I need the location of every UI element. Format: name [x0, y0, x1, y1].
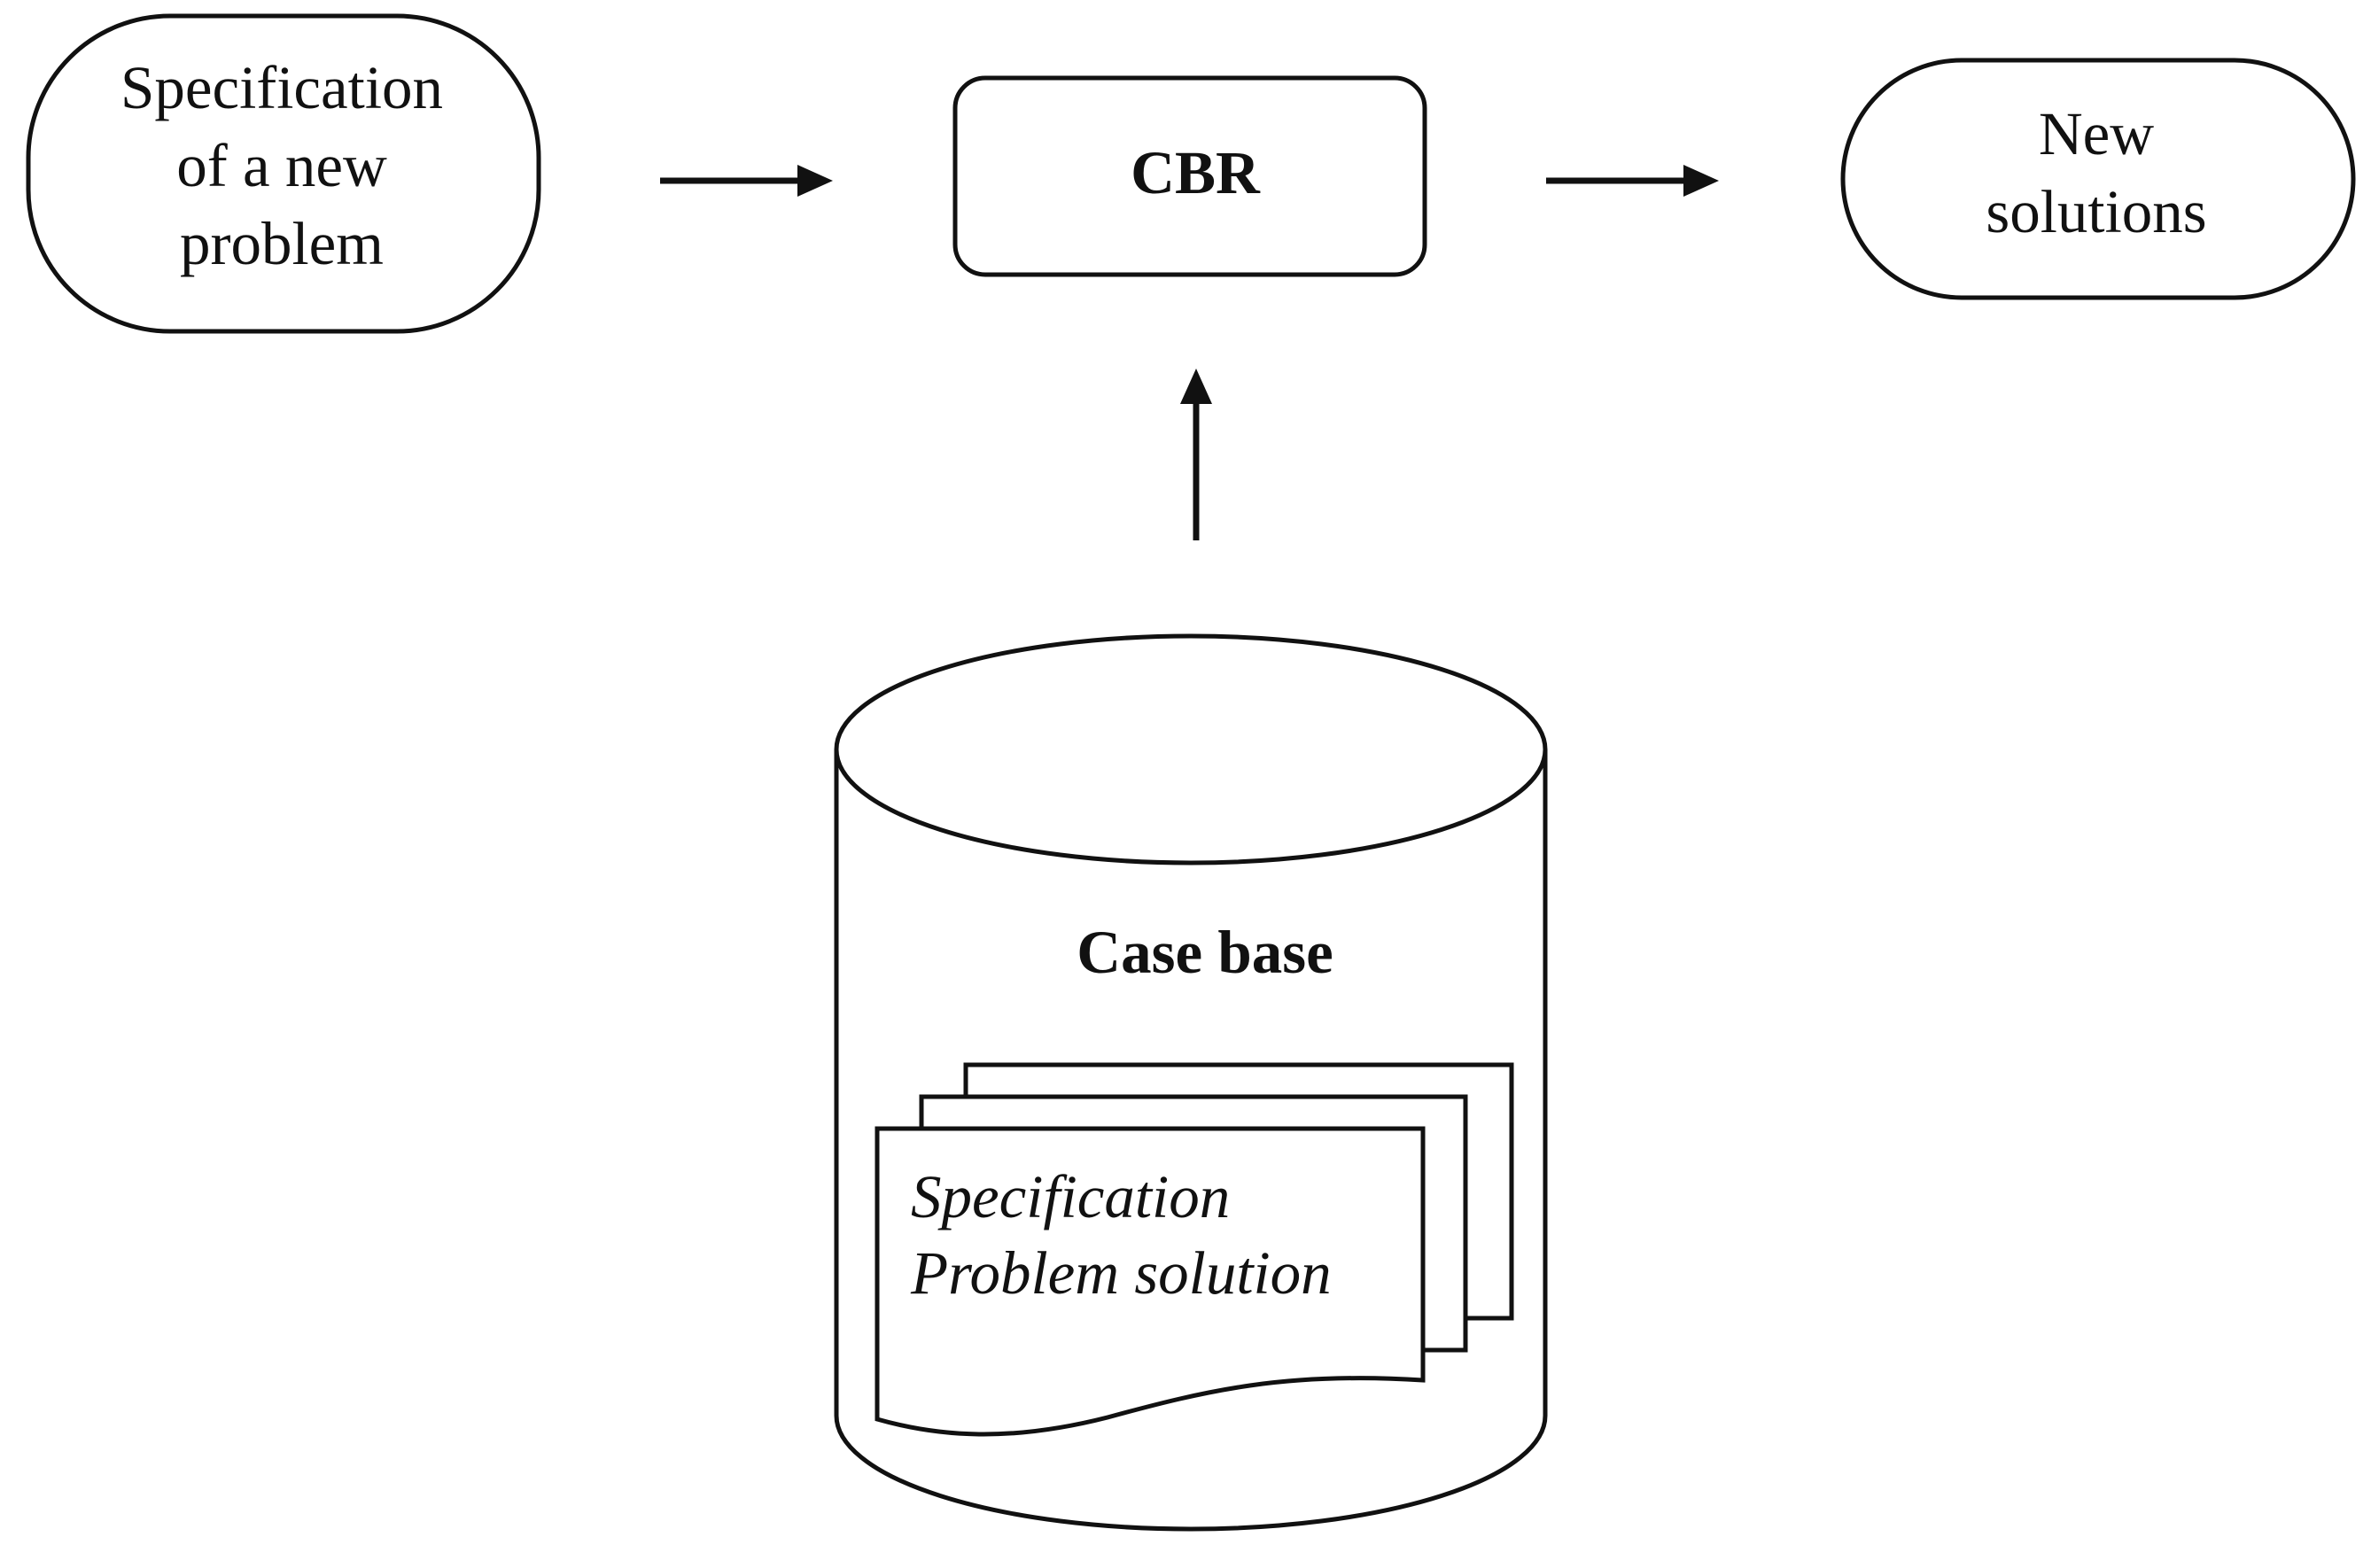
case-document-front [875, 1126, 1426, 1437]
case-base-label: Case base [1077, 919, 1333, 986]
case-document-line-1: Specification [911, 1163, 1230, 1230]
output-node: New solutions [1840, 58, 2356, 300]
cbr-node-shape [952, 75, 1427, 277]
input-node: Specification of a new problem [26, 13, 541, 334]
case-document-line-2: Problem solution [910, 1239, 1332, 1307]
input-node-line-3: problem [180, 210, 384, 277]
arrow-cbr-to-output [1546, 165, 1719, 197]
input-node-line-1: Specification [120, 54, 443, 121]
case-documents-stack: Specification Problem solution [875, 1062, 1514, 1437]
output-node-shape [1840, 58, 2356, 300]
arrow-cbr-to-output-head [1683, 165, 1719, 197]
input-node-line-2: of a new [176, 132, 387, 199]
cbr-node-label: CBR [1131, 139, 1261, 206]
arrow-input-to-cbr-head [797, 165, 833, 197]
arrow-input-to-cbr [660, 165, 833, 197]
input-node-shape [26, 13, 541, 334]
output-node-line-2: solutions [1986, 178, 2206, 245]
arrow-case-base-to-cbr [1180, 369, 1212, 540]
output-node-line-1: New [2039, 100, 2154, 167]
cbr-node: CBR [952, 75, 1427, 277]
arrow-case-base-to-cbr-head [1180, 369, 1212, 404]
case-base-cylinder-top [834, 633, 1548, 866]
